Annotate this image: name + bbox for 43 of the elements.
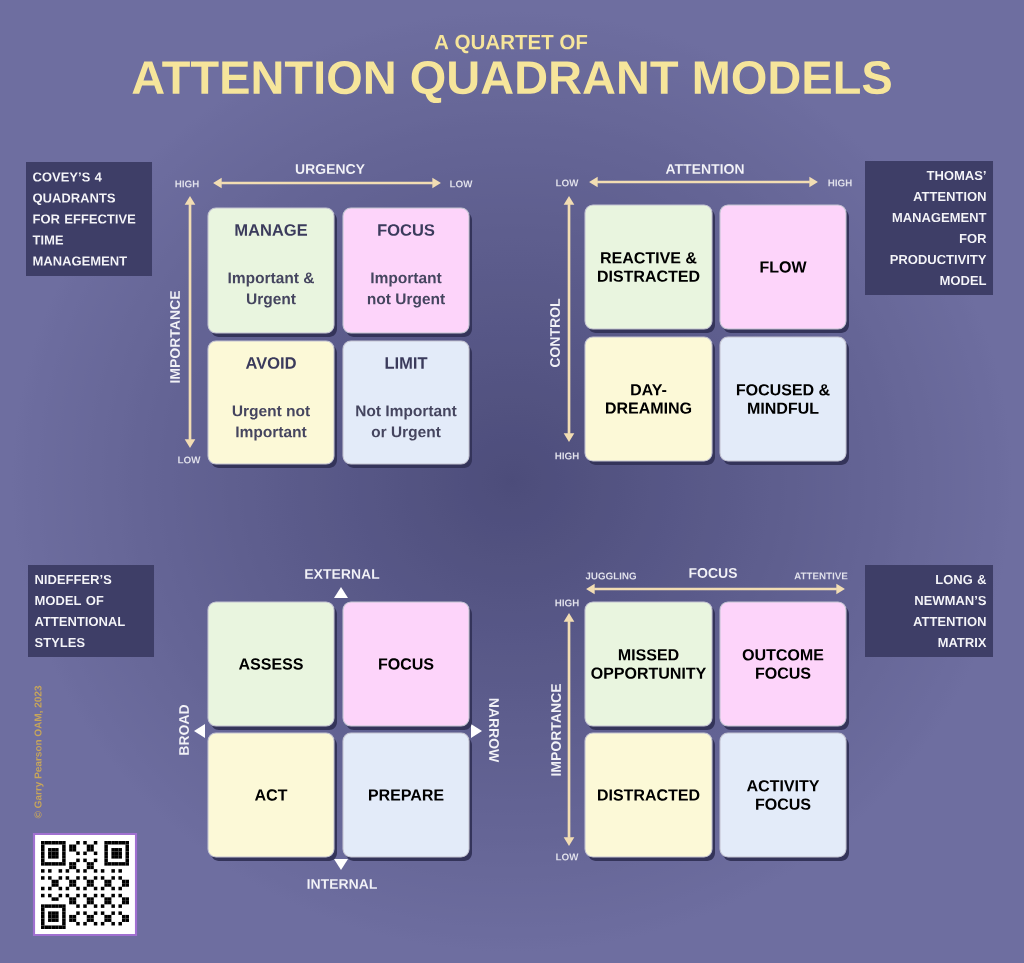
title-box: COVEY’S 4 QUADRANTS FOR EFFECTIVE TIME MANAGEMENT [26, 162, 152, 276]
quadrant-box: ACTIVITY FOCUS [719, 732, 849, 861]
quadrant-box: OUTCOME FOCUS [719, 601, 849, 730]
axis-label: INTERNAL [307, 879, 377, 889]
axis-end-label: HIGH [555, 599, 579, 607]
title-box: THOMAS’ ATTENTION MANAGEMENT FOR PRODUCTIVITY MODEL [865, 161, 993, 295]
quadrant-box: DISTRACTED [584, 732, 715, 861]
quadrant-box: FLOW [719, 204, 849, 333]
axis-end-label: HIGH [828, 179, 852, 187]
axis-end-label: LOW [556, 853, 579, 861]
title-box: NIDEFFER’S MODEL OF ATTENTIONAL STYLES [28, 565, 154, 657]
axis-label: BROAD [179, 704, 189, 755]
axis-end-label: HIGH [555, 452, 579, 460]
quadrant-box: MISSED OPPORTUNITY [584, 601, 715, 730]
quadrant-box: FOCUSED & MINDFUL [719, 336, 849, 465]
axis-label: ATTENTION [665, 164, 744, 174]
quadrant-box: FOCUS Important not Urgent [342, 207, 472, 337]
axis-label: NARROW [489, 698, 499, 763]
axis-end-label: LOW [178, 456, 201, 464]
quadrant-box: DAY-DREAMING [584, 336, 715, 465]
axis-end-label: HIGH [175, 180, 199, 188]
title-box: LONG & NEWMAN’S ATTENTION MATRIX [865, 565, 993, 657]
axis-label: EXTERNAL [305, 569, 380, 579]
axis-end-label: JUGGLING [585, 572, 636, 580]
axis-label: URGENCY [295, 164, 365, 174]
copyright-text: © Garry Pearson OAM, 2023 [34, 685, 44, 819]
axis-end-label: LOW [450, 180, 473, 188]
quadrant-box: PREPARE [342, 732, 472, 861]
quadrant-box: REACTIVE & DISTRACTED [584, 204, 715, 333]
axis-label: FOCUS [689, 568, 737, 578]
axis-label: IMPORTANCE [551, 684, 561, 776]
quadrant-box: LIMIT Not Important or Urgent [342, 340, 472, 468]
quadrant-box: MANAGE Important & Urgent [207, 207, 337, 337]
quadrant-box: ASSESS [207, 601, 337, 730]
axis-label: CONTROL [550, 298, 560, 368]
subtitle: A QUARTET OF [434, 34, 588, 54]
quadrant-box: AVOID Urgent not Important [207, 340, 337, 468]
axis-label: IMPORTANCE [170, 291, 180, 383]
quadrant-box: ACT [207, 732, 337, 861]
title: ATTENTION QUADRANT MODELS [132, 60, 891, 103]
axis-end-label: LOW [556, 179, 579, 187]
quadrant-box: FOCUS [342, 601, 472, 730]
axis-end-label: ATTENTIVE [794, 572, 848, 580]
